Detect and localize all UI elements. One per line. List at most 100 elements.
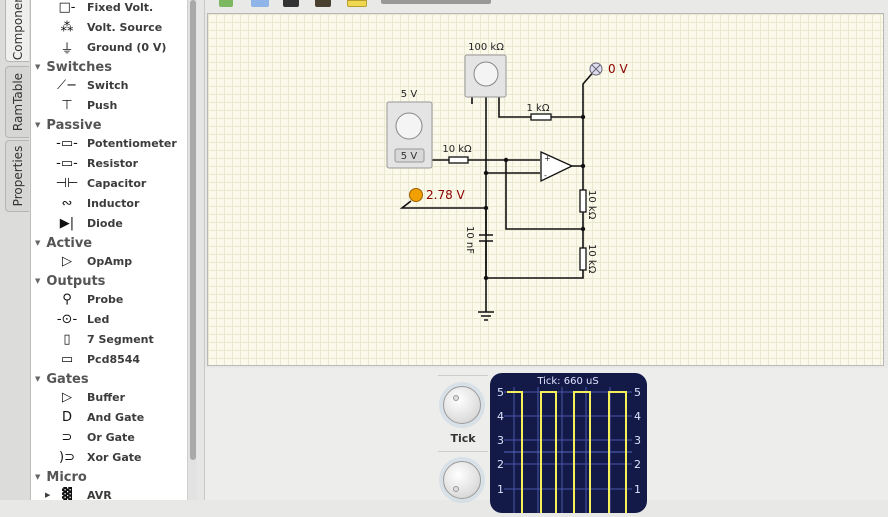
push-icon: ⊤ — [61, 97, 73, 113]
save-icon[interactable] — [283, 0, 299, 7]
pause-icon[interactable] — [347, 0, 367, 7]
component-label: Led — [87, 312, 110, 326]
component-item[interactable]: ⊤ Push — [31, 95, 117, 115]
component-label: Xor Gate — [87, 450, 142, 464]
expand-arrow-icon[interactable]: ▼ — [35, 121, 41, 129]
capacitor-icon: ⊣⊢ — [55, 175, 79, 191]
category-switches[interactable]: ▼ Switches — [35, 58, 112, 76]
component-item[interactable]: ⊃Or Gate — [31, 427, 135, 447]
component-label: Fixed Volt. — [87, 0, 154, 14]
diode-icon: ▶| — [59, 215, 75, 231]
component-item[interactable]: ▯7 Segment — [31, 329, 154, 349]
resistor-icon: -▭- — [56, 155, 78, 171]
probe-icon: ⚲ — [62, 291, 72, 307]
component-item[interactable]: -▭- Potentiometer — [31, 133, 177, 153]
component-item[interactable]: -⊙-Led — [31, 309, 109, 329]
category-label: Micro — [46, 469, 87, 485]
toolbar — [205, 0, 888, 12]
fixed-volt-icon: □- — [58, 0, 76, 15]
category-label: Outputs — [46, 273, 106, 289]
category-gates[interactable]: ▼ Gates — [35, 370, 89, 388]
component-item[interactable]: ▷Buffer — [31, 387, 125, 407]
component-item[interactable]: )⊃Xor Gate — [31, 447, 141, 467]
open-folder-icon[interactable] — [251, 0, 269, 7]
component-item[interactable]: ⚲Probe — [31, 289, 123, 309]
inductor-icon: ∾ — [61, 195, 73, 211]
component-label: Buffer — [87, 390, 126, 404]
component-label: OpAmp — [87, 254, 133, 268]
scope-y-tick-left: 5 — [497, 386, 504, 399]
scope-y-tick-right: 5 — [634, 386, 641, 399]
scope-trace — [507, 391, 627, 513]
expand-arrow-icon[interactable]: ▼ — [35, 239, 41, 247]
tab-label: RamTable — [10, 72, 25, 132]
list-scrollbar[interactable] — [187, 0, 197, 500]
component-list: □- Fixed Volt. ⁂ Volt. Source ⏚ Ground (0 V) ▼… — [31, 0, 187, 500]
avr-chip-icon: ▓ — [62, 487, 72, 501]
component-item[interactable]: D And Gate — [31, 407, 144, 427]
tab-components[interactable]: Componer — [5, 0, 29, 62]
category-label: Switches — [46, 59, 112, 75]
switch-icon: ⟋− — [57, 77, 77, 93]
category-label: Active — [46, 235, 93, 251]
side-tabs: Componer RamTable Properties — [0, 0, 31, 500]
volt-source-icon: ⁂ — [60, 19, 74, 35]
circuit-canvas[interactable] — [207, 13, 884, 366]
tick-knob-label: Tick — [450, 432, 476, 445]
component-item[interactable]: -▭- Resistor — [31, 153, 138, 173]
component-item[interactable]: ▶ ▓ AVR — [31, 485, 112, 501]
scope-y-tick-left: 2 — [497, 458, 504, 471]
component-label: Volt. Source — [87, 20, 163, 34]
component-item[interactable]: ⏚ Ground (0 V) — [31, 37, 166, 57]
component-item[interactable]: ▭Pcd8544 — [31, 349, 140, 369]
tab-properties[interactable]: Properties — [5, 140, 29, 212]
category-passive[interactable]: ▼ Passive — [35, 116, 102, 134]
component-item[interactable]: ⟋− Switch — [31, 75, 128, 95]
expand-arrow-icon[interactable]: ▼ — [35, 63, 41, 71]
component-label: Diode — [87, 216, 123, 230]
second-knob[interactable] — [443, 461, 481, 499]
splitter[interactable] — [197, 0, 205, 500]
component-label: Switch — [87, 78, 129, 92]
category-outputs[interactable]: ▼ Outputs — [35, 272, 105, 290]
scope-y-tick-right: 2 — [634, 458, 641, 471]
component-label: Capacitor — [87, 176, 147, 190]
category-active[interactable]: ▼ Active — [35, 234, 92, 252]
new-icon[interactable] — [219, 0, 233, 7]
component-item[interactable]: ▷ OpAmp — [31, 251, 132, 271]
component-label: Resistor — [87, 156, 139, 170]
component-item[interactable]: □- Fixed Volt. — [31, 0, 154, 17]
tab-label: Componer — [10, 0, 25, 61]
component-label: 7 Segment — [87, 332, 154, 346]
save-as-icon[interactable] — [315, 0, 331, 7]
category-micro[interactable]: ▼ Micro — [35, 468, 87, 486]
expand-arrow-icon[interactable]: ▼ — [35, 277, 41, 285]
expand-arrow-icon[interactable]: ▶ — [45, 491, 51, 499]
expand-arrow-icon[interactable]: ▼ — [35, 375, 41, 383]
component-item[interactable]: ∾Inductor — [31, 193, 140, 213]
component-label: And Gate — [87, 410, 145, 424]
potentiometer-icon: -▭- — [56, 135, 78, 151]
and-gate-icon: D — [61, 409, 72, 425]
scrollbar-thumb[interactable] — [190, 0, 196, 460]
scope-y-tick-left: 4 — [497, 410, 504, 423]
category-label: Passive — [46, 117, 102, 133]
component-label: AVR — [87, 488, 112, 501]
ground-icon: ⏚ — [60, 41, 74, 57]
component-label: Potentiometer — [87, 136, 177, 150]
component-item[interactable]: ⊣⊢ Capacitor — [31, 173, 147, 193]
category-label: Gates — [46, 371, 89, 387]
component-item[interactable]: ▶| Diode — [31, 213, 123, 233]
component-label: Ground (0 V) — [87, 40, 167, 54]
scope-y-tick-right: 1 — [634, 483, 641, 496]
tick-knob[interactable] — [443, 386, 481, 424]
component-item[interactable]: ⁂ Volt. Source — [31, 17, 163, 37]
component-label: Or Gate — [87, 430, 135, 444]
scope-y-tick-right: 3 — [634, 434, 641, 447]
component-label: Push — [87, 98, 118, 112]
opamp-icon: ▷ — [62, 253, 72, 269]
tab-ramtable[interactable]: RamTable — [5, 66, 29, 138]
expand-arrow-icon[interactable]: ▼ — [35, 473, 41, 481]
component-label: Pcd8544 — [87, 352, 141, 366]
